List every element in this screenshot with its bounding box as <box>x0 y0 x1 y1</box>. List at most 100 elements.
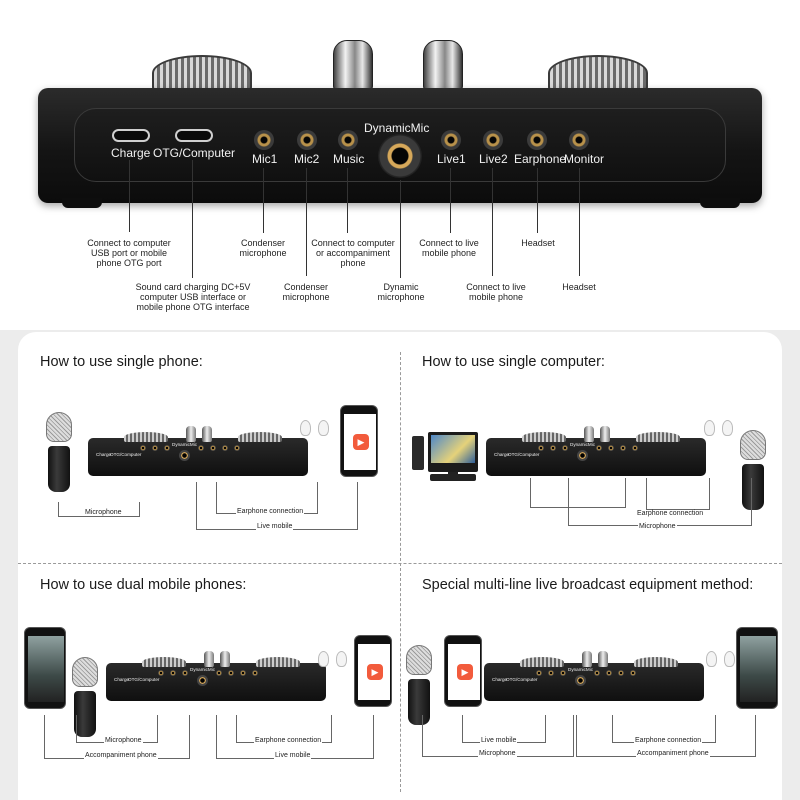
mini-otg-label: OTG/Computer <box>508 452 540 457</box>
callout-line <box>450 168 451 233</box>
device-overview: Charge OTG/Computer Mic1 Mic2 Music Dyna… <box>0 0 800 330</box>
wire-label-microphone: Microphone <box>478 750 517 757</box>
mini-otg-label: OTG/Computer <box>128 677 160 682</box>
earphone-jack <box>527 130 547 150</box>
panel-single-phone: How to use single phone: Charge OTG/Comp… <box>18 332 400 562</box>
vertical-divider <box>400 352 401 792</box>
callout-line <box>492 168 493 276</box>
left-volume-knob <box>333 40 373 92</box>
otg-label: OTG/Computer <box>153 146 236 160</box>
live-phone-image: ▶ <box>354 635 392 707</box>
otg-callout: Sound card charging DC+5V computer USB i… <box>135 282 251 312</box>
wire-label-microphone: Microphone <box>84 509 123 516</box>
music-label: Music <box>333 152 365 166</box>
monitor-callout: Headset <box>562 282 596 292</box>
mini-charge-label: Charge <box>494 452 510 457</box>
charge-port <box>112 129 150 142</box>
monitor-label: Monitor <box>564 152 605 166</box>
live-app-icon: ▶ <box>353 434 369 450</box>
charge-label: Charge <box>111 146 151 160</box>
mic1-label: Mic1 <box>252 152 278 166</box>
panel-multi-line: Special multi-line live broadcast equipm… <box>400 565 782 795</box>
accompaniment-phone-image <box>736 627 778 709</box>
callout-line <box>579 168 580 276</box>
panel-title: How to use single phone: <box>40 354 203 370</box>
mic1-callout: Condenser microphone <box>239 238 287 258</box>
panel-title: How to use dual mobile phones: <box>40 577 247 593</box>
wire <box>530 478 626 508</box>
mini-sound-card: Charge OTG/Computer DynamicMic <box>486 426 706 476</box>
live2-label: Live2 <box>479 152 508 166</box>
callout-line <box>129 160 130 232</box>
device-foot <box>62 198 102 208</box>
live2-callout: Connect to live mobile phone <box>466 282 526 302</box>
callout-line <box>306 168 307 276</box>
wire-label-earphone: Earphone connection <box>636 510 705 517</box>
mini-dynamic-label: DynamicMic <box>190 667 216 672</box>
dynamic-callout: Dynamic microphone <box>377 282 425 302</box>
mini-sound-card: Charge OTG/Computer DynamicMic <box>106 651 326 701</box>
wire-label-earphone: Earphone connection <box>254 737 323 744</box>
live-phone-image: ▶ <box>444 635 482 707</box>
wire-label-accompaniment: Accompaniment phone <box>636 750 710 757</box>
wire-label-microphone: Microphone <box>638 523 677 530</box>
dynamic-label: DynamicMic <box>364 121 430 135</box>
wire-label-live: Live mobile <box>256 523 294 530</box>
wire-label-microphone: Microphone <box>104 737 143 744</box>
accompaniment-phone-image <box>24 627 66 709</box>
wire-label-accompaniment: Accompaniment phone <box>84 752 158 759</box>
mic2-callout: Condenser microphone <box>282 282 330 302</box>
mini-sound-card: Charge OTG/Computer DynamicMic <box>88 426 308 476</box>
earphone-callout: Headset <box>521 238 555 248</box>
condenser-mic-image <box>740 430 766 512</box>
mic2-jack <box>297 130 317 150</box>
condenser-mic-image <box>406 645 432 727</box>
wire-label-earphone: Earphone connection <box>236 508 305 515</box>
wire-label-live: Live mobile <box>274 752 312 759</box>
right-volume-knob <box>423 40 463 92</box>
mini-charge-label: Charge <box>492 677 508 682</box>
callout-line <box>400 180 401 278</box>
live-app-icon: ▶ <box>367 664 383 680</box>
mic1-jack <box>254 130 274 150</box>
earphones-image <box>298 420 338 460</box>
wire-label-live: Live mobile <box>480 737 518 744</box>
mini-charge-label: Charge <box>96 452 112 457</box>
callout-line <box>263 168 264 233</box>
callout-line <box>192 160 193 278</box>
wire <box>646 478 710 510</box>
mini-dynamic-label: DynamicMic <box>570 442 596 447</box>
live1-jack <box>441 130 461 150</box>
earphone-label: Earphone <box>514 152 567 166</box>
live-phone-image: ▶ <box>340 405 378 477</box>
wire <box>58 502 140 517</box>
mini-otg-label: OTG/Computer <box>506 677 538 682</box>
condenser-mic-image <box>46 412 72 494</box>
music-callout: Connect to computer or accompaniment pho… <box>311 238 395 268</box>
live1-label: Live1 <box>437 152 466 166</box>
panel-title: Special multi-line live broadcast equipm… <box>422 577 754 593</box>
panel-single-computer: How to use single computer: Charge OTG/C… <box>400 332 782 562</box>
mini-charge-label: Charge <box>114 677 130 682</box>
computer-monitor-image <box>428 432 478 478</box>
earphones-image <box>316 651 356 691</box>
monitor-jack <box>569 130 589 150</box>
dynamic-mic-jack <box>378 134 422 178</box>
mic2-label: Mic2 <box>294 152 320 166</box>
live-app-icon: ▶ <box>457 664 473 680</box>
left-wheel-knob <box>152 55 252 91</box>
pc-tower-image <box>412 436 424 470</box>
mini-sound-card: Charge OTG/Computer DynamicMic <box>484 651 704 701</box>
keyboard-image <box>430 474 476 481</box>
live1-callout: Connect to live mobile phone <box>419 238 479 258</box>
panel-dual-phones: How to use dual mobile phones: Charge OT… <box>18 565 400 795</box>
charge-callout: Connect to computer USB port or mobile p… <box>87 238 171 268</box>
earphones-image <box>702 420 742 460</box>
panel-title: How to use single computer: <box>422 354 605 370</box>
wire <box>568 478 752 526</box>
mini-otg-label: OTG/Computer <box>110 452 142 457</box>
callout-line <box>537 168 538 233</box>
wire-label-earphone: Earphone connection <box>634 737 703 744</box>
otg-port <box>175 129 213 142</box>
device-foot <box>700 198 740 208</box>
